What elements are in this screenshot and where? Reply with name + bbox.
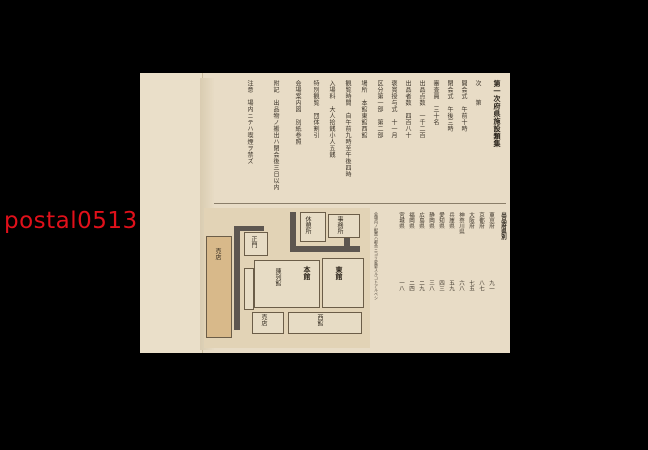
text-column: 閉会式 午後三時: [446, 80, 453, 132]
folded-flap: [140, 73, 203, 353]
list-item: 兵庫県: [448, 212, 454, 229]
map-label: 売店: [214, 248, 221, 260]
map-block-west: [206, 236, 232, 338]
text-column: 会場案内図 別紙参照: [294, 80, 301, 145]
list-number: 一八: [398, 280, 404, 291]
list-item: 静岡県: [428, 212, 434, 229]
map-wall: [234, 226, 240, 330]
document-text: 第一次府県施設類集 次 第 開会式 午前十時 閉会式 午後三時 審査員 三十名 …: [218, 80, 502, 200]
document-title: 第一次府県施設類集: [493, 80, 502, 148]
map-block: [328, 214, 360, 238]
list-number: 五九: [448, 280, 454, 291]
map-label: 東館: [335, 266, 344, 280]
map-block: [252, 312, 284, 334]
map-wall: [344, 228, 350, 250]
map-block: [254, 260, 320, 308]
map-label: 事務所: [336, 216, 343, 234]
text-column: 入場料 大人拾銭小人五銭: [328, 80, 335, 158]
text-column: 区分第一部 第二部: [376, 80, 383, 139]
list-item: 神奈川県: [458, 212, 464, 234]
text-column: 観覧時間 自午前九時至午後四時: [344, 80, 351, 178]
map-label: 西館: [316, 314, 323, 326]
list-item: 京都府: [478, 212, 484, 229]
map-label: 休憩所: [304, 216, 311, 234]
list-item: 愛知県: [438, 212, 444, 229]
map-wall: [290, 212, 296, 252]
map-note: 会場内ノ配置ハ都合ニヨリ変更スルコトアルベシ: [374, 212, 379, 300]
list-item: 東京府: [488, 212, 494, 229]
text-column: 場所 本館東館西館: [360, 80, 367, 139]
map-label: 正門: [250, 236, 257, 248]
list-number: 六八: [458, 280, 464, 291]
map-wall: [290, 246, 360, 252]
list-item: 宮城県: [398, 212, 404, 229]
list-number: 三八: [428, 280, 434, 291]
map-label: 陳列館: [274, 268, 281, 286]
map-label: 本館: [303, 266, 312, 280]
list-number: 四三: [438, 280, 444, 291]
list-item: 福岡県: [408, 212, 414, 229]
list-head: 出品府県別: [500, 212, 506, 240]
text-column: 附記 出品物ノ搬出ハ閉会後三日以内: [272, 80, 279, 191]
list-number: 二九: [418, 280, 424, 291]
list-number: 二四: [408, 280, 414, 291]
map-block: [244, 268, 254, 310]
list-item: 広島県: [418, 212, 424, 229]
map-block-main: [322, 258, 364, 308]
map-block: [288, 312, 362, 334]
text-column: 審査員 三十名: [432, 80, 439, 126]
list-number: 九一: [488, 280, 494, 291]
text-column: 次 第: [474, 80, 481, 106]
text-column: 開会式 午前十時: [460, 80, 467, 132]
map-block: [300, 212, 326, 242]
text-column: 出品者数 四百八十: [404, 80, 411, 139]
text-column: 出品点数 一千二百: [418, 80, 425, 139]
venue-map: 休憩所 事務所 正門 本館 陳列館 東館 売店 西館 売店: [204, 208, 370, 348]
list-number: 七五: [468, 280, 474, 291]
section-divider: [214, 203, 506, 204]
prefecture-list: 出品府県別 東京府 京都府 大阪府 神奈川県 兵庫県 愛知県 静岡県 広島県 福…: [388, 212, 506, 348]
text-column: 褒賞授与式 十一月: [390, 80, 397, 139]
watermark-text: postal0513: [4, 208, 138, 234]
map-wall: [234, 226, 264, 231]
map-label: 売店: [260, 314, 267, 326]
map-block: [244, 232, 268, 256]
list-item: 大阪府: [468, 212, 474, 229]
text-column: 注意 場内ニテハ喫煙ヲ禁ズ: [246, 80, 253, 165]
list-number: 八七: [478, 280, 484, 291]
text-column: 特別観覧 団体割引: [312, 80, 319, 139]
